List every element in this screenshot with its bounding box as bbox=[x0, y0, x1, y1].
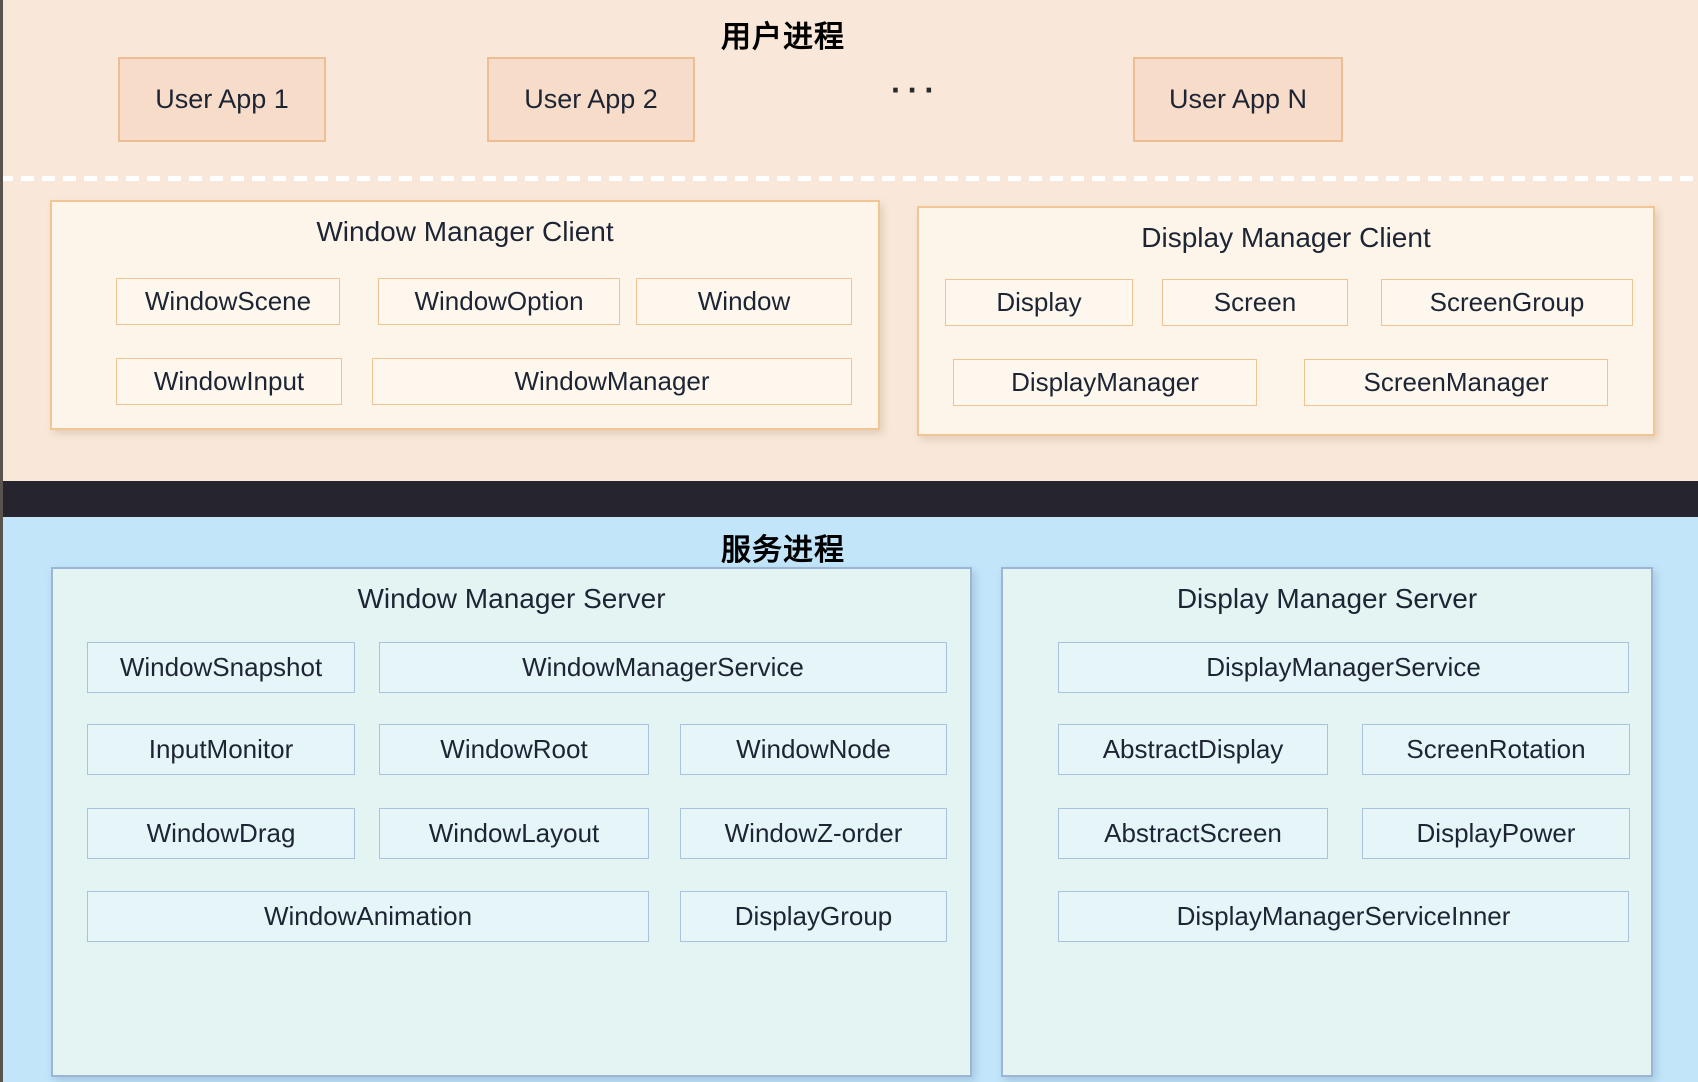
node-windowmanager: WindowManager bbox=[372, 358, 852, 405]
node-screen: Screen bbox=[1162, 279, 1348, 326]
node-displaypower: DisplayPower bbox=[1362, 808, 1630, 859]
node-windowzorder: WindowZ-order bbox=[680, 808, 947, 859]
user-process-section: 用户进程 User App 1 User App 2 ··· User App … bbox=[0, 0, 1698, 481]
window-manager-server-title: Window Manager Server bbox=[357, 583, 666, 614]
process-boundary-dashed-line bbox=[0, 176, 1698, 181]
node-user-app-1: User App 1 bbox=[118, 57, 326, 142]
display-manager-client-group: Display Manager Client Display Screen Sc… bbox=[917, 206, 1655, 436]
node-display: Display bbox=[945, 279, 1133, 326]
node-windowmanagerservice: WindowManagerService bbox=[379, 642, 947, 693]
node-windowlayout: WindowLayout bbox=[379, 808, 649, 859]
window-manager-client-group: Window Manager Client WindowScene Window… bbox=[50, 200, 880, 430]
window-left-edge bbox=[0, 0, 3, 1082]
node-windowoption: WindowOption bbox=[378, 278, 620, 325]
apps-ellipsis: ··· bbox=[891, 72, 941, 108]
display-manager-server-group: Display Manager Server DisplayManagerSer… bbox=[1001, 567, 1653, 1077]
node-window: Window bbox=[636, 278, 852, 325]
node-displaymanagerservice: DisplayManagerService bbox=[1058, 642, 1629, 693]
node-inputmonitor: InputMonitor bbox=[87, 724, 355, 775]
node-user-app-2: User App 2 bbox=[487, 57, 695, 142]
node-windowdrag: WindowDrag bbox=[87, 808, 355, 859]
user-process-title: 用户进程 bbox=[721, 21, 845, 54]
node-windowroot: WindowRoot bbox=[379, 724, 649, 775]
node-abstractscreen: AbstractScreen bbox=[1058, 808, 1328, 859]
node-windowsnapshot: WindowSnapshot bbox=[87, 642, 355, 693]
display-manager-client-title: Display Manager Client bbox=[1141, 222, 1431, 253]
node-screenmanager: ScreenManager bbox=[1304, 359, 1608, 406]
display-manager-server-title: Display Manager Server bbox=[1176, 583, 1478, 614]
node-screengroup: ScreenGroup bbox=[1381, 279, 1633, 326]
process-divider-band bbox=[0, 481, 1698, 517]
window-manager-server-group: Window Manager Server WindowSnapshot Win… bbox=[51, 567, 972, 1077]
service-process-title: 服务进程 bbox=[721, 534, 845, 567]
window-manager-client-title: Window Manager Client bbox=[316, 216, 614, 247]
node-user-app-n: User App N bbox=[1133, 57, 1343, 142]
node-windowscene: WindowScene bbox=[116, 278, 340, 325]
node-windownode: WindowNode bbox=[680, 724, 947, 775]
node-displaymanager: DisplayManager bbox=[953, 359, 1257, 406]
service-process-section: 服务进程 Window Manager Server WindowSnapsho… bbox=[0, 517, 1698, 1082]
node-windowanimation: WindowAnimation bbox=[87, 891, 649, 942]
node-screenrotation: ScreenRotation bbox=[1362, 724, 1630, 775]
node-windowinput: WindowInput bbox=[116, 358, 342, 405]
node-displaymanagerserviceinner: DisplayManagerServiceInner bbox=[1058, 891, 1629, 942]
node-abstractdisplay: AbstractDisplay bbox=[1058, 724, 1328, 775]
node-displaygroup: DisplayGroup bbox=[680, 891, 947, 942]
